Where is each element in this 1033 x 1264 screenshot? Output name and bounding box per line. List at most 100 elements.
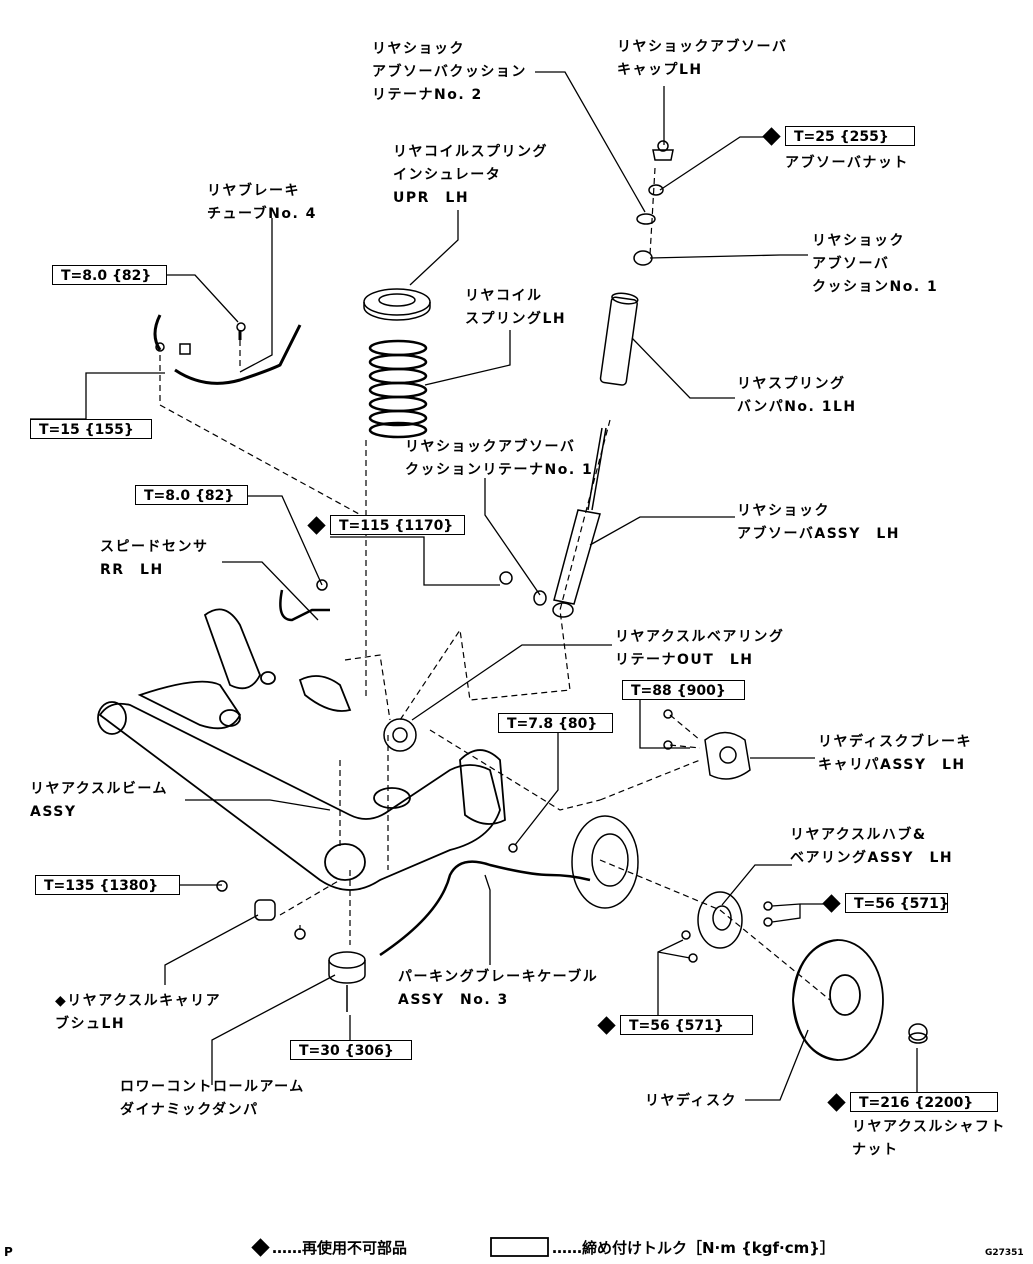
label-line: リヤスプリング <box>737 376 846 392</box>
label-shaft-nut: リヤアクスルシャフトナット <box>852 1116 1006 1162</box>
label-absorber-nut: アブソーバナット <box>785 152 909 175</box>
backing-plate-shape <box>571 815 639 909</box>
label-spring-insulator: リヤコイルスプリングインシュレータ UPR LH <box>393 141 548 210</box>
torque-box-absorber-lower-nut: T=115 {1170} <box>330 515 465 535</box>
label-line: リヤショック <box>737 503 830 519</box>
torque-box-bush-bolt: T=135 {1380} <box>35 875 180 895</box>
hub-shape <box>681 891 773 963</box>
label-line: アブソーバ <box>812 256 890 272</box>
label-line: RR LH <box>100 562 164 578</box>
label-disc: リヤディスク <box>645 1090 737 1113</box>
label-line: リヤディスクブレーキ <box>818 734 973 750</box>
legend-non-reusable: ……再使用不可部品 <box>272 1239 408 1257</box>
label-line: リヤショックアブソーバ <box>405 439 576 455</box>
label-line: リヤディスク <box>645 1093 738 1109</box>
label-line: スプリングLH <box>465 311 567 327</box>
torque-box-brake-tube-union: T=15 {155} <box>30 419 152 439</box>
label-line: アブソーバナット <box>785 155 909 171</box>
legend-torque-box <box>490 1237 549 1257</box>
label-line: リヤショック <box>372 41 465 57</box>
lower-nut-shape <box>499 571 513 585</box>
leader-lines <box>30 71 918 1101</box>
dynamic-damper-shape <box>328 951 366 1012</box>
label-line: ブシュLH <box>55 1016 126 1032</box>
label-line: クッションリテーナNo. 1 <box>405 462 594 478</box>
label-line: リヤブレーキ <box>207 183 300 199</box>
brake-tube-shape <box>153 314 302 385</box>
retainer-no1-shape <box>533 590 547 606</box>
coil-spring-shape <box>368 339 428 439</box>
label-parking-cable: パーキングブレーキケーブル ASSY No. 3 <box>398 966 598 1012</box>
label-line: クッションNo. 1 <box>812 279 939 295</box>
label-carrier-bush: ◆リヤアクスルキャリアブシュLH <box>55 990 221 1036</box>
label-line: ASSY <box>30 804 77 820</box>
torque-box-hub-nut-lower: T=56 {571} <box>620 1015 753 1035</box>
caliper-shape <box>663 709 751 780</box>
torque-box-shaft-nut: T=216 {2200} <box>850 1092 998 1112</box>
label-cushion-no1: リヤショックアブソーバクッションNo. 1 <box>812 230 938 299</box>
label-line: ロワーコントロールアーム <box>120 1079 305 1095</box>
label-line: ナット <box>852 1142 899 1158</box>
label-line: キャリパASSY LH <box>818 757 966 773</box>
legend-torque: ……締め付けトルク［N·m {kgf·cm}］ <box>552 1239 835 1257</box>
label-speed-sensor: スピードセンサ RR LH <box>100 536 209 582</box>
label-line: ベアリングASSY LH <box>790 850 954 866</box>
torque-box-absorber-nut: T=25 {255} <box>785 126 915 146</box>
label-line: UPR LH <box>393 190 470 206</box>
label-line: ダイナミックダンパ <box>120 1102 259 1118</box>
label-hub-bearing: リヤアクスルハブ&ベアリングASSY LH <box>790 824 953 870</box>
bushing-shape <box>216 880 306 940</box>
absorber-top-parts <box>633 140 674 266</box>
label-line: インシュレータ <box>393 167 502 183</box>
axle-beam-shape <box>97 608 506 891</box>
torque-box-cable-bolt: T=7.8 {80} <box>498 713 613 733</box>
label-line: リヤアクスルベアリング <box>615 629 785 645</box>
label-line: リヤコイルスプリング <box>393 144 548 160</box>
label-line: ASSY No. 3 <box>398 992 509 1008</box>
torque-box-brake-tube-bolt: T=8.0 {82} <box>52 265 167 285</box>
label-coil-spring: リヤコイルスプリングLH <box>465 285 566 331</box>
label-caliper: リヤディスクブレーキキャリパASSY LH <box>818 731 972 777</box>
corner-mark: P <box>4 1245 13 1259</box>
disc-shape <box>792 939 884 1061</box>
label-absorber-assy: リヤショックアブソーバASSY LH <box>737 500 900 546</box>
label-absorber-cap: リヤショックアブソーバキャップLH <box>617 36 787 82</box>
label-line: リヤアクスルビーム <box>30 781 168 797</box>
label-line: ◆リヤアクスルキャリア <box>55 993 222 1009</box>
label-retainer-no2: リヤショックアブソーバクッションリテーナNo. 2 <box>372 38 527 107</box>
label-line: リヤアクスルシャフト <box>852 1119 1006 1135</box>
label-line: リテーナOUT LH <box>615 652 754 668</box>
label-line: バンパNo. 1LH <box>737 399 857 415</box>
label-bearing-retainer: リヤアクスルベアリングリテーナOUT LH <box>615 626 784 672</box>
label-dynamic-damper: ロワーコントロールアームダイナミックダンパ <box>120 1076 305 1122</box>
label-line: リヤショック <box>812 233 905 249</box>
label-line: パーキングブレーキケーブル <box>398 969 599 985</box>
label-axle-beam: リヤアクスルビーム ASSY <box>30 778 168 824</box>
bearing-retainer-shape <box>383 718 417 752</box>
label-brake-tube: リヤブレーキチューブNo. 4 <box>207 180 317 226</box>
label-line: スピードセンサ <box>100 539 209 555</box>
torque-box-damper-bolt: T=30 {306} <box>290 1040 412 1060</box>
label-retainer-no1: リヤショックアブソーバクッションリテーナNo. 1 <box>405 436 593 482</box>
label-line: リテーナNo. 2 <box>372 87 483 103</box>
label-spring-bumper: リヤスプリングバンパNo. 1LH <box>737 373 857 419</box>
shaft-nut-shape <box>908 1023 928 1044</box>
torque-box-hub-nut-upper: T=56 {571} <box>845 893 949 913</box>
label-line: アブソーバクッション <box>372 64 527 80</box>
speed-sensor-shape <box>279 589 330 622</box>
label-line: アブソーバASSY LH <box>737 526 901 542</box>
label-line: リヤショックアブソーバ <box>617 39 788 55</box>
label-line: リヤアクスルハブ& <box>790 827 927 843</box>
label-line: リヤコイル <box>465 288 543 304</box>
label-line: チューブNo. 4 <box>207 206 317 222</box>
torque-box-caliper-bolt: T=88 {900} <box>622 680 745 700</box>
shock-absorber-shape <box>552 427 607 618</box>
parking-cable-shape <box>379 860 591 957</box>
spring-bumper-shape <box>599 292 639 386</box>
spring-insulator-shape <box>363 288 431 321</box>
figure-code: G27351 <box>985 1248 1024 1258</box>
torque-box-speed-sensor-bolt: T=8.0 {82} <box>135 485 248 505</box>
dashed-guides <box>159 167 831 1001</box>
label-line: キャップLH <box>617 62 703 78</box>
